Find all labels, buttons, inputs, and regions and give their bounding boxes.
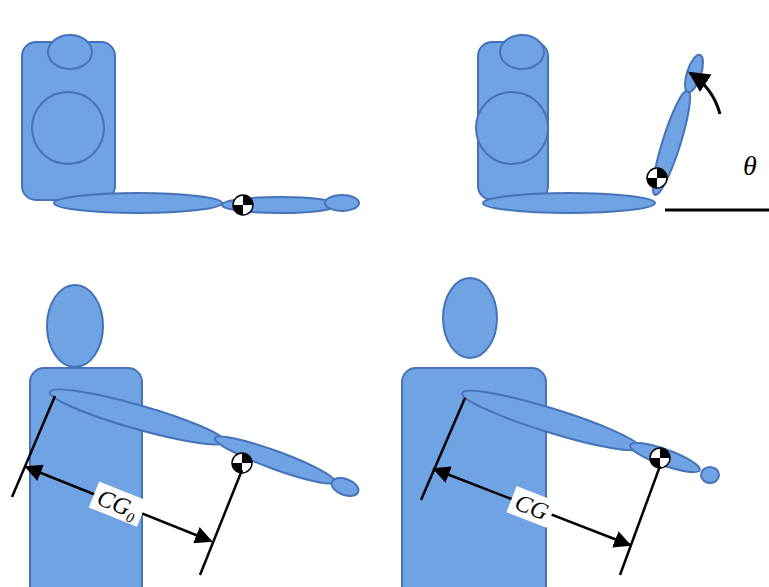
- extension-line: [421, 398, 465, 500]
- figure-side-straight: [22, 35, 359, 213]
- cg-marker: [647, 168, 667, 188]
- reference-line: [665, 209, 769, 212]
- figure-side-bent: [476, 35, 707, 213]
- extension-line: [620, 466, 660, 575]
- cg-marker: [233, 195, 253, 215]
- dimension-arrow: [434, 469, 630, 545]
- extension-line: [12, 396, 55, 497]
- figure-front-straight: [30, 285, 361, 587]
- figure-front-bent: [402, 278, 719, 587]
- angle-label: θ: [743, 151, 757, 182]
- angle-arrow: [690, 73, 720, 114]
- dimension-arrow: [26, 467, 211, 541]
- extension-line: [200, 470, 242, 575]
- cg-marker: [650, 448, 670, 468]
